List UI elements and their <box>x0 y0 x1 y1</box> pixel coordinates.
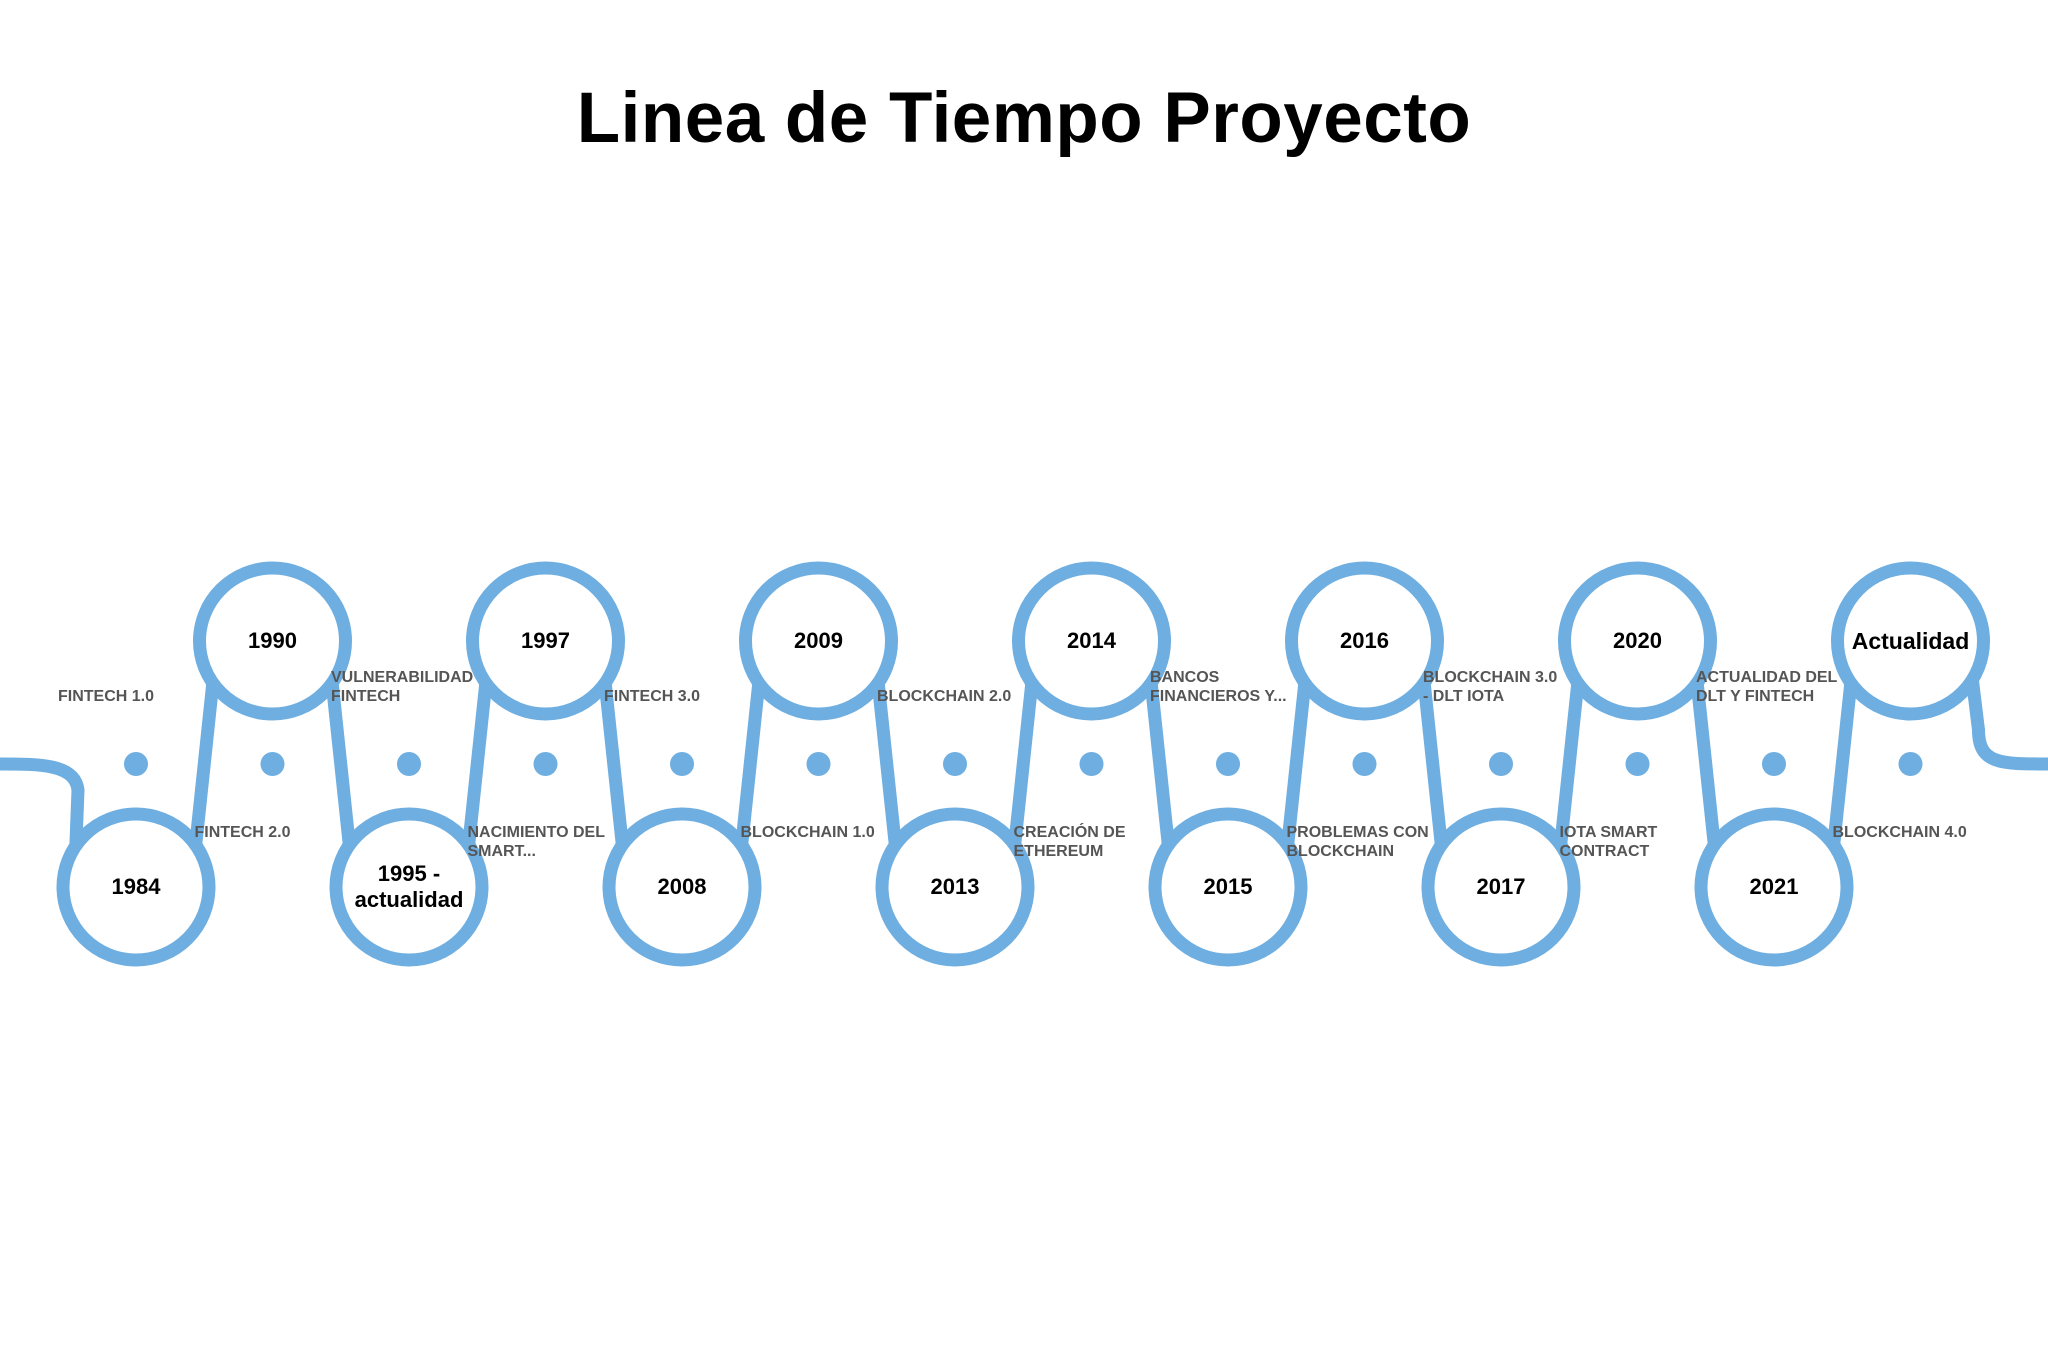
milestone-label: IOTA SMART CONTRACT <box>1559 824 1658 860</box>
milestone-circle <box>329 807 489 967</box>
timeline-connector <box>1008 679 1038 849</box>
milestone-label: PROBLEMAS CON BLOCKCHAIN <box>1286 824 1429 860</box>
milestone-label: BLOCKCHAIN 4.0 <box>1832 824 1967 841</box>
milestone-label: FINTECH 2.0 <box>194 824 291 841</box>
milestone-circle <box>875 807 1035 967</box>
timeline-connector <box>1281 679 1311 849</box>
milestone-circle <box>1012 561 1171 721</box>
timeline-connector <box>1418 679 1448 849</box>
milestone-year: 1984 <box>111 874 161 899</box>
milestone-label: FINTECH 1.0 <box>58 688 155 705</box>
milestone-label: FINTECH 3.0 <box>604 688 701 705</box>
milestone-year: 2017 <box>1476 874 1526 899</box>
milestone-label: NACIMIENTO DEL SMART... <box>467 824 605 860</box>
timeline-lead-in <box>0 757 85 849</box>
timeline-dot <box>260 752 285 776</box>
timeline-connector <box>189 679 219 849</box>
milestone-label: BANCOS FINANCIEROS Y... <box>1150 669 1287 705</box>
milestone-label: BLOCKCHAIN 1.0 <box>740 824 875 841</box>
milestone-circle <box>1694 807 1854 967</box>
timeline-dot <box>1079 752 1104 776</box>
timeline-connector <box>599 679 629 849</box>
milestone-label: CREACIÓN DE ETHEREUM <box>1013 824 1126 860</box>
timeline-connector <box>735 679 765 849</box>
milestone-label: BLOCKCHAIN 3.0 - DLT IOTA <box>1423 669 1558 705</box>
milestone-label: ACTUALIDAD DEL DLT Y FINTECH <box>1696 669 1838 705</box>
milestone-circle <box>1421 807 1581 967</box>
timeline-dot <box>806 752 831 776</box>
timeline-dot <box>397 752 421 776</box>
timeline-connector <box>1145 679 1175 849</box>
milestone-circle <box>1148 807 1308 967</box>
milestone-label: BLOCKCHAIN 2.0 <box>877 688 1012 705</box>
timeline-dot <box>1898 752 1923 776</box>
timeline-dot <box>1352 752 1377 776</box>
page-title: Linea de Tiempo Proyecto <box>576 79 1472 158</box>
milestone-year: 1990 <box>248 628 297 653</box>
milestone-circle <box>56 807 216 967</box>
milestone-year: 2016 <box>1340 628 1389 653</box>
milestone-circle <box>1558 561 1717 721</box>
milestone-circle <box>1285 561 1444 721</box>
milestone-circle <box>1831 561 1990 721</box>
timeline-dot <box>1762 752 1786 776</box>
milestone-circle <box>602 807 762 967</box>
milestone-year: 2021 <box>1749 874 1799 899</box>
milestone-year: 2015 <box>1203 874 1253 899</box>
timeline-connector <box>872 679 902 849</box>
timeline-dot <box>670 752 694 776</box>
timeline-connector <box>462 679 492 849</box>
timeline-dot <box>124 752 148 776</box>
timeline-dot <box>533 752 558 776</box>
timeline-dot <box>943 752 967 776</box>
milestone-year: 2009 <box>794 628 843 653</box>
milestone-circle <box>739 561 898 721</box>
timeline-lead-out <box>1966 674 2048 771</box>
milestone-circle <box>466 561 625 721</box>
milestone-year: 2013 <box>930 874 980 899</box>
milestone-label: VULNERABILIDAD FINTECH <box>331 669 474 705</box>
timeline-connector <box>1554 679 1584 849</box>
timeline-dot <box>1216 752 1240 776</box>
timeline-connector <box>1827 679 1857 849</box>
timeline-connector <box>326 679 356 849</box>
timeline-connector <box>1691 679 1721 849</box>
milestone-year: Actualidad <box>1851 628 1970 654</box>
milestone-year: 1995 - actualidad <box>354 861 464 912</box>
milestone-circle <box>193 561 352 721</box>
timeline-dot <box>1625 752 1650 776</box>
milestone-year: 2008 <box>657 874 707 899</box>
milestone-year: 2014 <box>1067 628 1116 653</box>
milestone-year: 1997 <box>521 628 570 653</box>
milestone-year: 2020 <box>1613 628 1662 653</box>
timeline-dot <box>1489 752 1513 776</box>
